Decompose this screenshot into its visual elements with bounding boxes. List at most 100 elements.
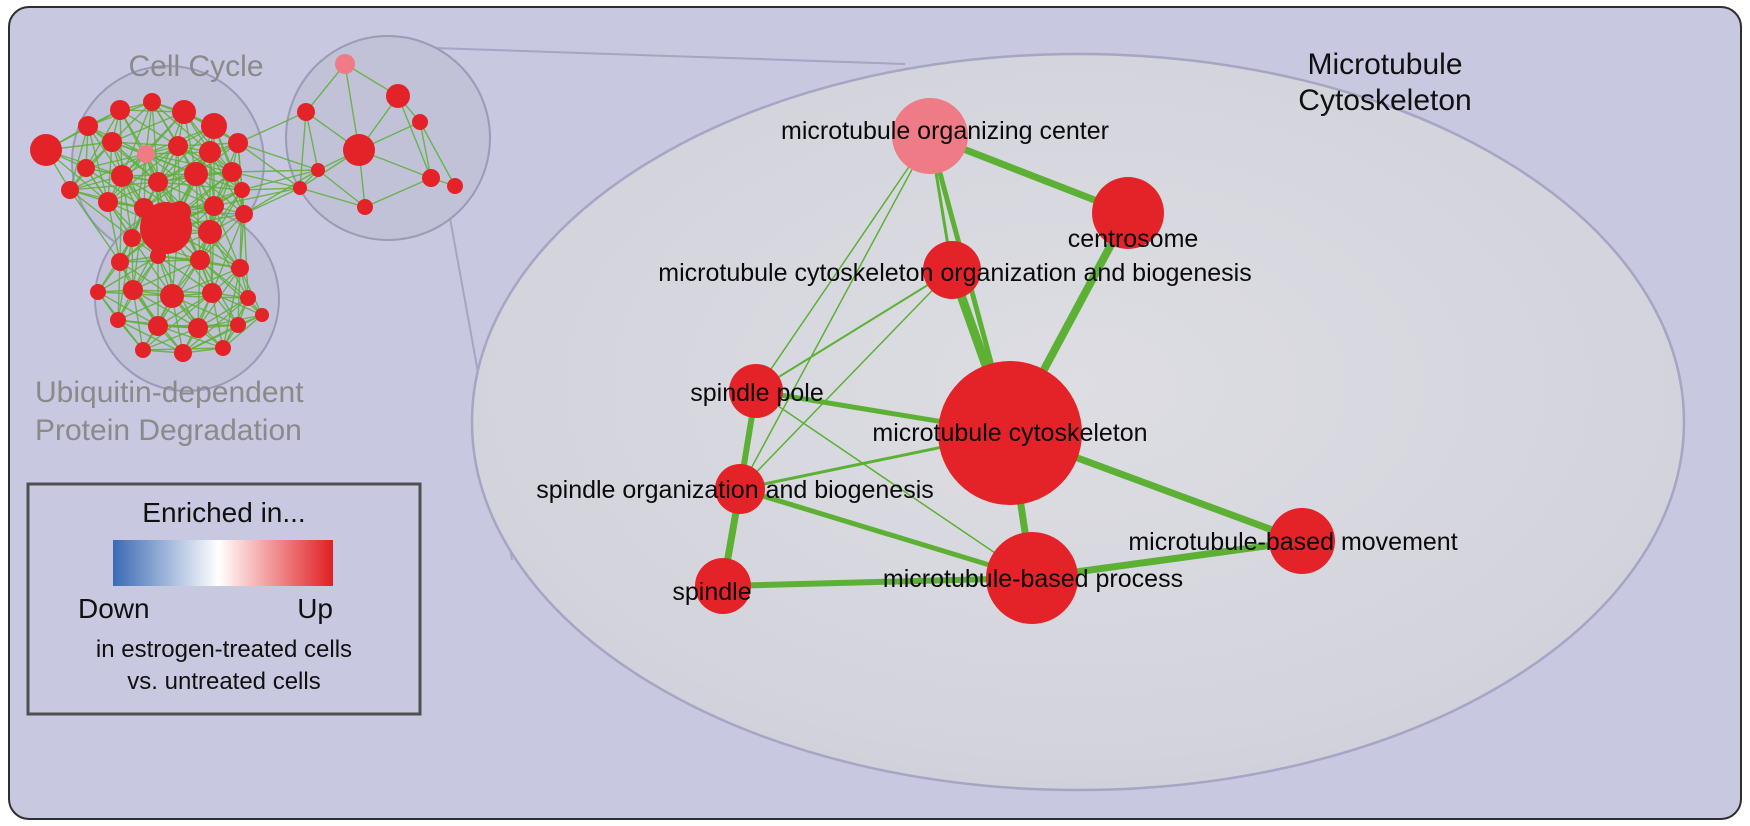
network-labels: microtubule organizing centercentrosomem… (536, 117, 1457, 606)
minimap-node[interactable] (148, 172, 168, 192)
minimap-edge (305, 63, 346, 113)
minimap-node[interactable] (90, 284, 106, 300)
minimap-node[interactable] (293, 181, 307, 195)
minimap-node[interactable] (412, 114, 428, 130)
node-mc[interactable] (938, 361, 1082, 505)
minimap-edge (111, 141, 179, 147)
minimap-node[interactable] (77, 159, 95, 177)
minimap-node[interactable] (357, 199, 373, 215)
minimap-edge (213, 205, 241, 269)
minimap-node[interactable] (297, 103, 315, 121)
minimap-edge (239, 189, 243, 269)
minimap-node[interactable] (234, 182, 250, 198)
minimap-node[interactable] (231, 259, 249, 277)
minimap-edge (419, 121, 456, 187)
minimap-node[interactable] (160, 284, 184, 308)
minimap-node[interactable] (111, 253, 129, 271)
minimap-edge (243, 187, 301, 215)
node-mcob[interactable] (923, 241, 981, 299)
minimap-node[interactable] (137, 145, 155, 163)
minimap-edge (199, 189, 243, 261)
minimap-node[interactable] (174, 344, 192, 362)
minimap-edge (299, 187, 366, 208)
minimap-edge (132, 259, 201, 291)
minimap-node[interactable] (235, 205, 253, 223)
minimap-edge (85, 153, 147, 169)
minimap-node[interactable] (110, 312, 126, 328)
minimap-node[interactable] (102, 132, 122, 152)
minimap-edge (199, 259, 263, 316)
minimap-edge (117, 237, 133, 321)
minimap (30, 35, 491, 392)
minimap-edge (237, 142, 301, 189)
node-sob[interactable] (715, 464, 765, 514)
minimap-edge (317, 169, 366, 208)
minimap-edge (119, 109, 159, 183)
node-mbm[interactable] (1269, 508, 1335, 574)
minimap-node[interactable] (447, 178, 463, 194)
minimap-node[interactable] (143, 93, 161, 111)
node-label-mcob: microtubule cytoskeleton organization an… (658, 259, 1251, 287)
node-mbp[interactable] (986, 532, 1078, 624)
edge-sob-mbp (739, 486, 1033, 581)
minimap-node[interactable] (228, 133, 248, 153)
minimap-edge (299, 111, 307, 189)
minimap-node[interactable] (343, 134, 375, 166)
minimap-edge (241, 187, 301, 191)
minimap-node[interactable] (215, 340, 231, 356)
node-moc[interactable] (892, 98, 968, 174)
minimap-edge (107, 201, 121, 263)
minimap-node[interactable] (386, 84, 410, 108)
minimap-node[interactable] (78, 116, 98, 136)
minimap-edge (69, 181, 159, 191)
minimap-node[interactable] (199, 141, 221, 163)
minimap-node[interactable] (335, 54, 355, 74)
minimap-node[interactable] (140, 202, 192, 254)
minimap-edge (231, 169, 319, 173)
edge-mcob-sob (739, 269, 953, 490)
minimap-node[interactable] (30, 134, 62, 166)
minimap-node[interactable] (148, 316, 168, 336)
cluster-circle-microtubule (285, 35, 491, 241)
minimap-node[interactable] (240, 290, 256, 306)
minimap-node[interactable] (184, 162, 208, 186)
node-centrosome[interactable] (1092, 177, 1164, 249)
minimap-node[interactable] (61, 181, 79, 199)
node-spindle-pole[interactable] (729, 364, 783, 418)
minimap-node[interactable] (168, 136, 188, 156)
minimap-node[interactable] (172, 100, 196, 124)
minimap-node[interactable] (123, 280, 143, 300)
node-spindle[interactable] (695, 558, 751, 614)
minimap-node[interactable] (255, 308, 269, 322)
minimap-edge (157, 181, 243, 191)
minimap-node[interactable] (135, 342, 151, 358)
minimap-node[interactable] (311, 163, 325, 177)
edge-moc-spindle-pole (755, 135, 931, 392)
minimap-edge (157, 325, 224, 349)
minimap-edge (69, 189, 121, 263)
minimap-node[interactable] (188, 318, 208, 338)
minimap-node[interactable] (202, 283, 222, 303)
network-title-line2: Cytoskeleton (1298, 84, 1471, 117)
minimap-node[interactable] (98, 192, 118, 212)
minimap-node[interactable] (110, 100, 130, 120)
minimap-edge (237, 142, 319, 171)
minimap-edge (197, 314, 263, 329)
minimap-node[interactable] (150, 248, 166, 264)
minimap-node[interactable] (422, 169, 440, 187)
minimap-node[interactable] (230, 317, 246, 333)
minimap-node[interactable] (204, 196, 224, 216)
minimap-edge (397, 95, 432, 179)
node-label-spindle: spindle (672, 578, 751, 606)
minimap-edge (117, 319, 184, 354)
minimap-edge (243, 169, 319, 215)
minimap-node[interactable] (201, 113, 227, 139)
minimap-node[interactable] (190, 250, 210, 270)
minimap-node[interactable] (111, 165, 133, 187)
minimap-edge (142, 292, 213, 351)
minimap-node[interactable] (222, 162, 242, 182)
minimap-node[interactable] (123, 229, 141, 247)
network-nodes (695, 98, 1335, 624)
minimap-node[interactable] (198, 220, 222, 244)
